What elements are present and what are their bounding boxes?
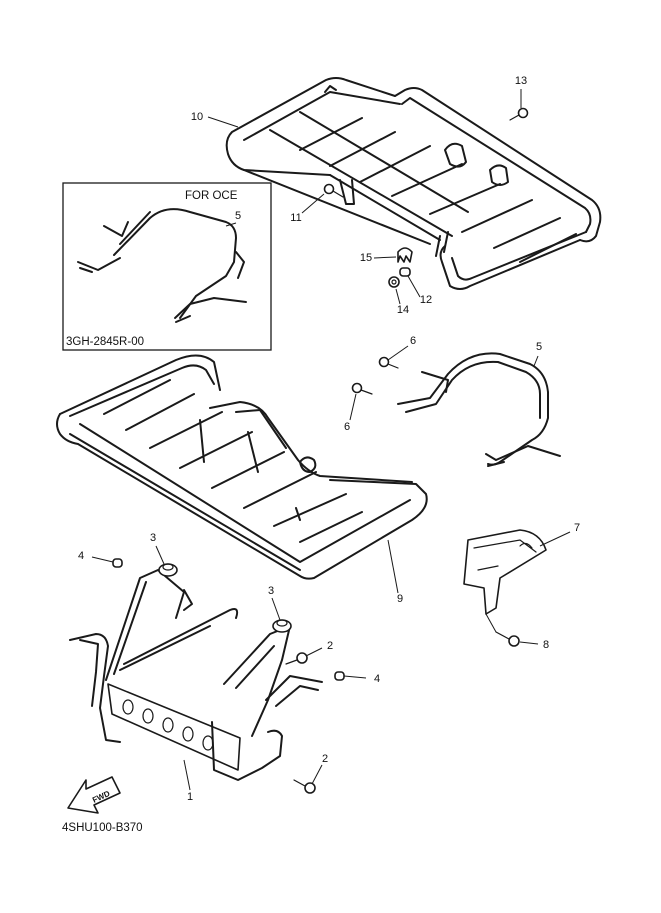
callout-4-left: 4 xyxy=(78,550,84,562)
bolt-part-13 xyxy=(509,107,529,121)
inset-callout-5: 5 xyxy=(235,210,241,222)
callout-14: 14 xyxy=(397,304,409,316)
leader-lines xyxy=(91,89,571,791)
bolt-part-2-upper xyxy=(285,652,308,665)
bolt-part-11 xyxy=(323,183,344,198)
callout-15: 15 xyxy=(360,252,372,264)
callout-3-left: 3 xyxy=(150,532,156,544)
bolt-part-8 xyxy=(495,631,520,647)
callout-labels: 10 13 11 15 12 14 6 5 6 7 8 9 4 3 3 2 4 … xyxy=(78,75,580,803)
callout-10: 10 xyxy=(191,111,203,123)
rear-carrier-part-10 xyxy=(225,77,602,290)
cap-part-4-left xyxy=(112,558,123,568)
bolt-part-6-lower xyxy=(351,382,373,395)
front-guard-part-1 xyxy=(69,569,323,781)
callout-12: 12 xyxy=(420,294,432,306)
callout-1: 1 xyxy=(187,791,193,803)
grommet-part-3-right xyxy=(272,619,292,633)
callout-9: 9 xyxy=(397,593,403,605)
callout-4-right: 4 xyxy=(374,673,380,685)
inset-market-label: FOR OCE xyxy=(185,190,238,202)
callout-11: 11 xyxy=(290,212,301,224)
bracket-part-7 xyxy=(463,529,547,615)
callout-6-lower: 6 xyxy=(344,421,350,433)
callout-5: 5 xyxy=(536,341,542,353)
callout-6-upper: 6 xyxy=(410,335,416,347)
clip-part-15 xyxy=(397,247,413,263)
inset-part-code: 3GH-2845R-00 xyxy=(66,336,144,348)
inset-frame xyxy=(62,182,272,351)
nut-part-14 xyxy=(388,276,400,288)
collar-part-12 xyxy=(399,267,411,277)
front-carrier-part-9 xyxy=(56,354,428,580)
callout-2-lower: 2 xyxy=(322,753,328,765)
forward-arrow-icon: FWD xyxy=(67,776,121,814)
callout-3-right: 3 xyxy=(268,585,274,597)
cap-part-4-right xyxy=(334,671,345,681)
inset-stay-part-5 xyxy=(77,208,247,323)
bolt-part-2-lower xyxy=(293,779,316,794)
stay-part-5 xyxy=(397,352,561,467)
callout-2-upper: 2 xyxy=(327,640,333,652)
drawing-code: 4SHU100-B370 xyxy=(62,822,143,834)
callout-13: 13 xyxy=(515,75,527,87)
callout-7: 7 xyxy=(574,522,580,534)
callout-8: 8 xyxy=(543,639,549,651)
bolt-part-6-upper xyxy=(378,356,399,369)
grommet-part-3-left xyxy=(158,563,178,577)
